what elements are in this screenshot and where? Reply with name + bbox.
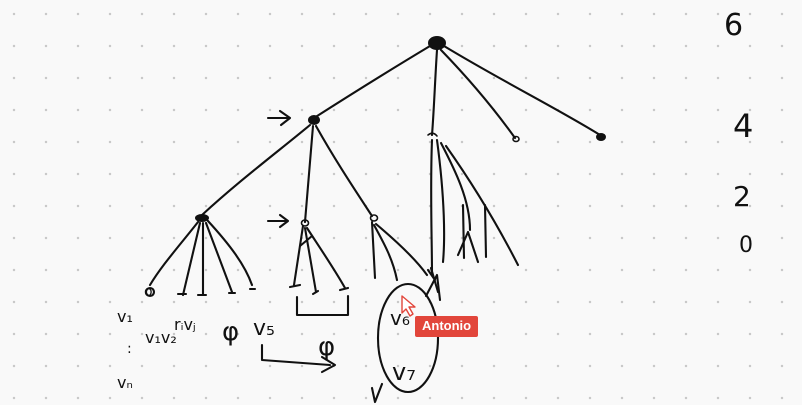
leaf-label: o (144, 284, 153, 300)
level-label: 6 (724, 8, 743, 43)
arrow-icon (266, 213, 290, 229)
level-labels: 6 4 2 0 (724, 8, 753, 258)
tree-sketch: o v₁ : vₙ v₁v₂ rᵢvⱼ φ v₅ φ v₆ v₇ (117, 36, 606, 404)
node-l4-left (308, 115, 320, 125)
var-list-dots: : (127, 341, 132, 357)
node-l4-far (596, 133, 606, 141)
v5-label: v₅ (253, 316, 275, 341)
node-l4-mid (427, 132, 438, 137)
level-label: 4 (733, 107, 753, 145)
var-list-bottom: vₙ (117, 373, 133, 392)
leaf-node (144, 286, 156, 298)
root-node (428, 36, 446, 50)
node-l2-a (195, 214, 209, 222)
var-list-top: v₁ (117, 307, 133, 326)
phi-label: φ (222, 317, 239, 347)
arrow-icon (370, 382, 384, 404)
node-l2-b (300, 219, 310, 227)
arrow-icon (266, 109, 292, 127)
phi-label: φ (318, 332, 335, 362)
highlight-circle (376, 282, 440, 394)
node-l2-c (369, 214, 379, 222)
level-label: 2 (733, 180, 751, 213)
ri-rj: rᵢvⱼ (174, 315, 196, 334)
collaborator-cursor-label: Antonio (415, 316, 479, 337)
level-label: 0 (739, 233, 753, 258)
pair-left: v₁v₂ (145, 328, 177, 347)
node-l4-right (512, 135, 520, 143)
cursor-icon (401, 295, 416, 317)
v6-label: v₆ (390, 306, 410, 330)
v7-label: v₇ (392, 358, 416, 386)
